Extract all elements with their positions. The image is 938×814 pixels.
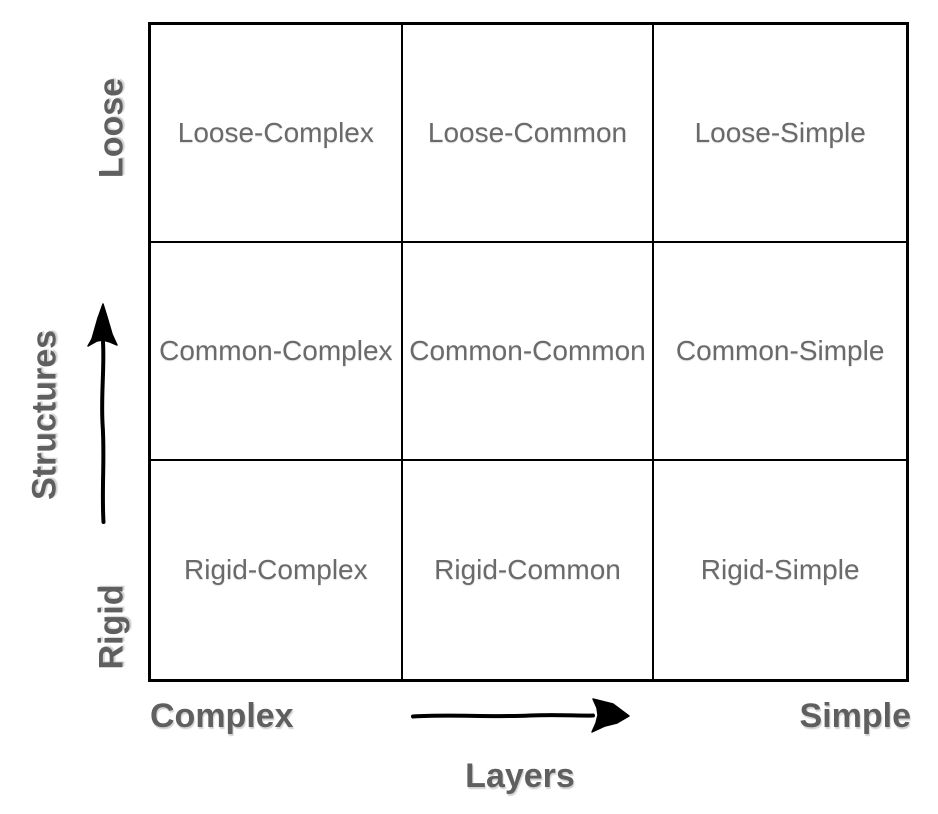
x-axis-title: Layers — [465, 757, 575, 795]
matrix-cell-common-complex: Common-Complex — [151, 243, 403, 461]
right-arrow-icon — [411, 698, 630, 733]
y-axis-title: Structures — [25, 329, 64, 501]
up-arrow-icon — [87, 303, 118, 524]
x-axis-left-label: Complex — [150, 697, 294, 735]
matrix-cell-rigid-complex: Rigid-Complex — [151, 461, 403, 679]
matrix-cell-common-common: Common-Common — [402, 243, 655, 461]
matrix-cell-loose-simple: Loose-Simple — [654, 25, 906, 243]
y-axis-top-label: Loose — [92, 77, 131, 179]
matrix-cell-loose-common: Loose-Common — [402, 25, 655, 243]
x-axis-right-label: Simple — [799, 697, 911, 735]
matrix-grid: Loose-Complex Loose-Common Loose-Simple … — [148, 22, 909, 682]
y-axis-bottom-label: Rigid — [92, 584, 131, 670]
matrix-cell-loose-complex: Loose-Complex — [151, 25, 403, 243]
matrix-cell-rigid-common: Rigid-Common — [403, 461, 655, 679]
matrix-cell-rigid-simple: Rigid-Simple — [700, 554, 860, 585]
matrix-cell-common-simple: Common-Simple — [654, 243, 906, 461]
